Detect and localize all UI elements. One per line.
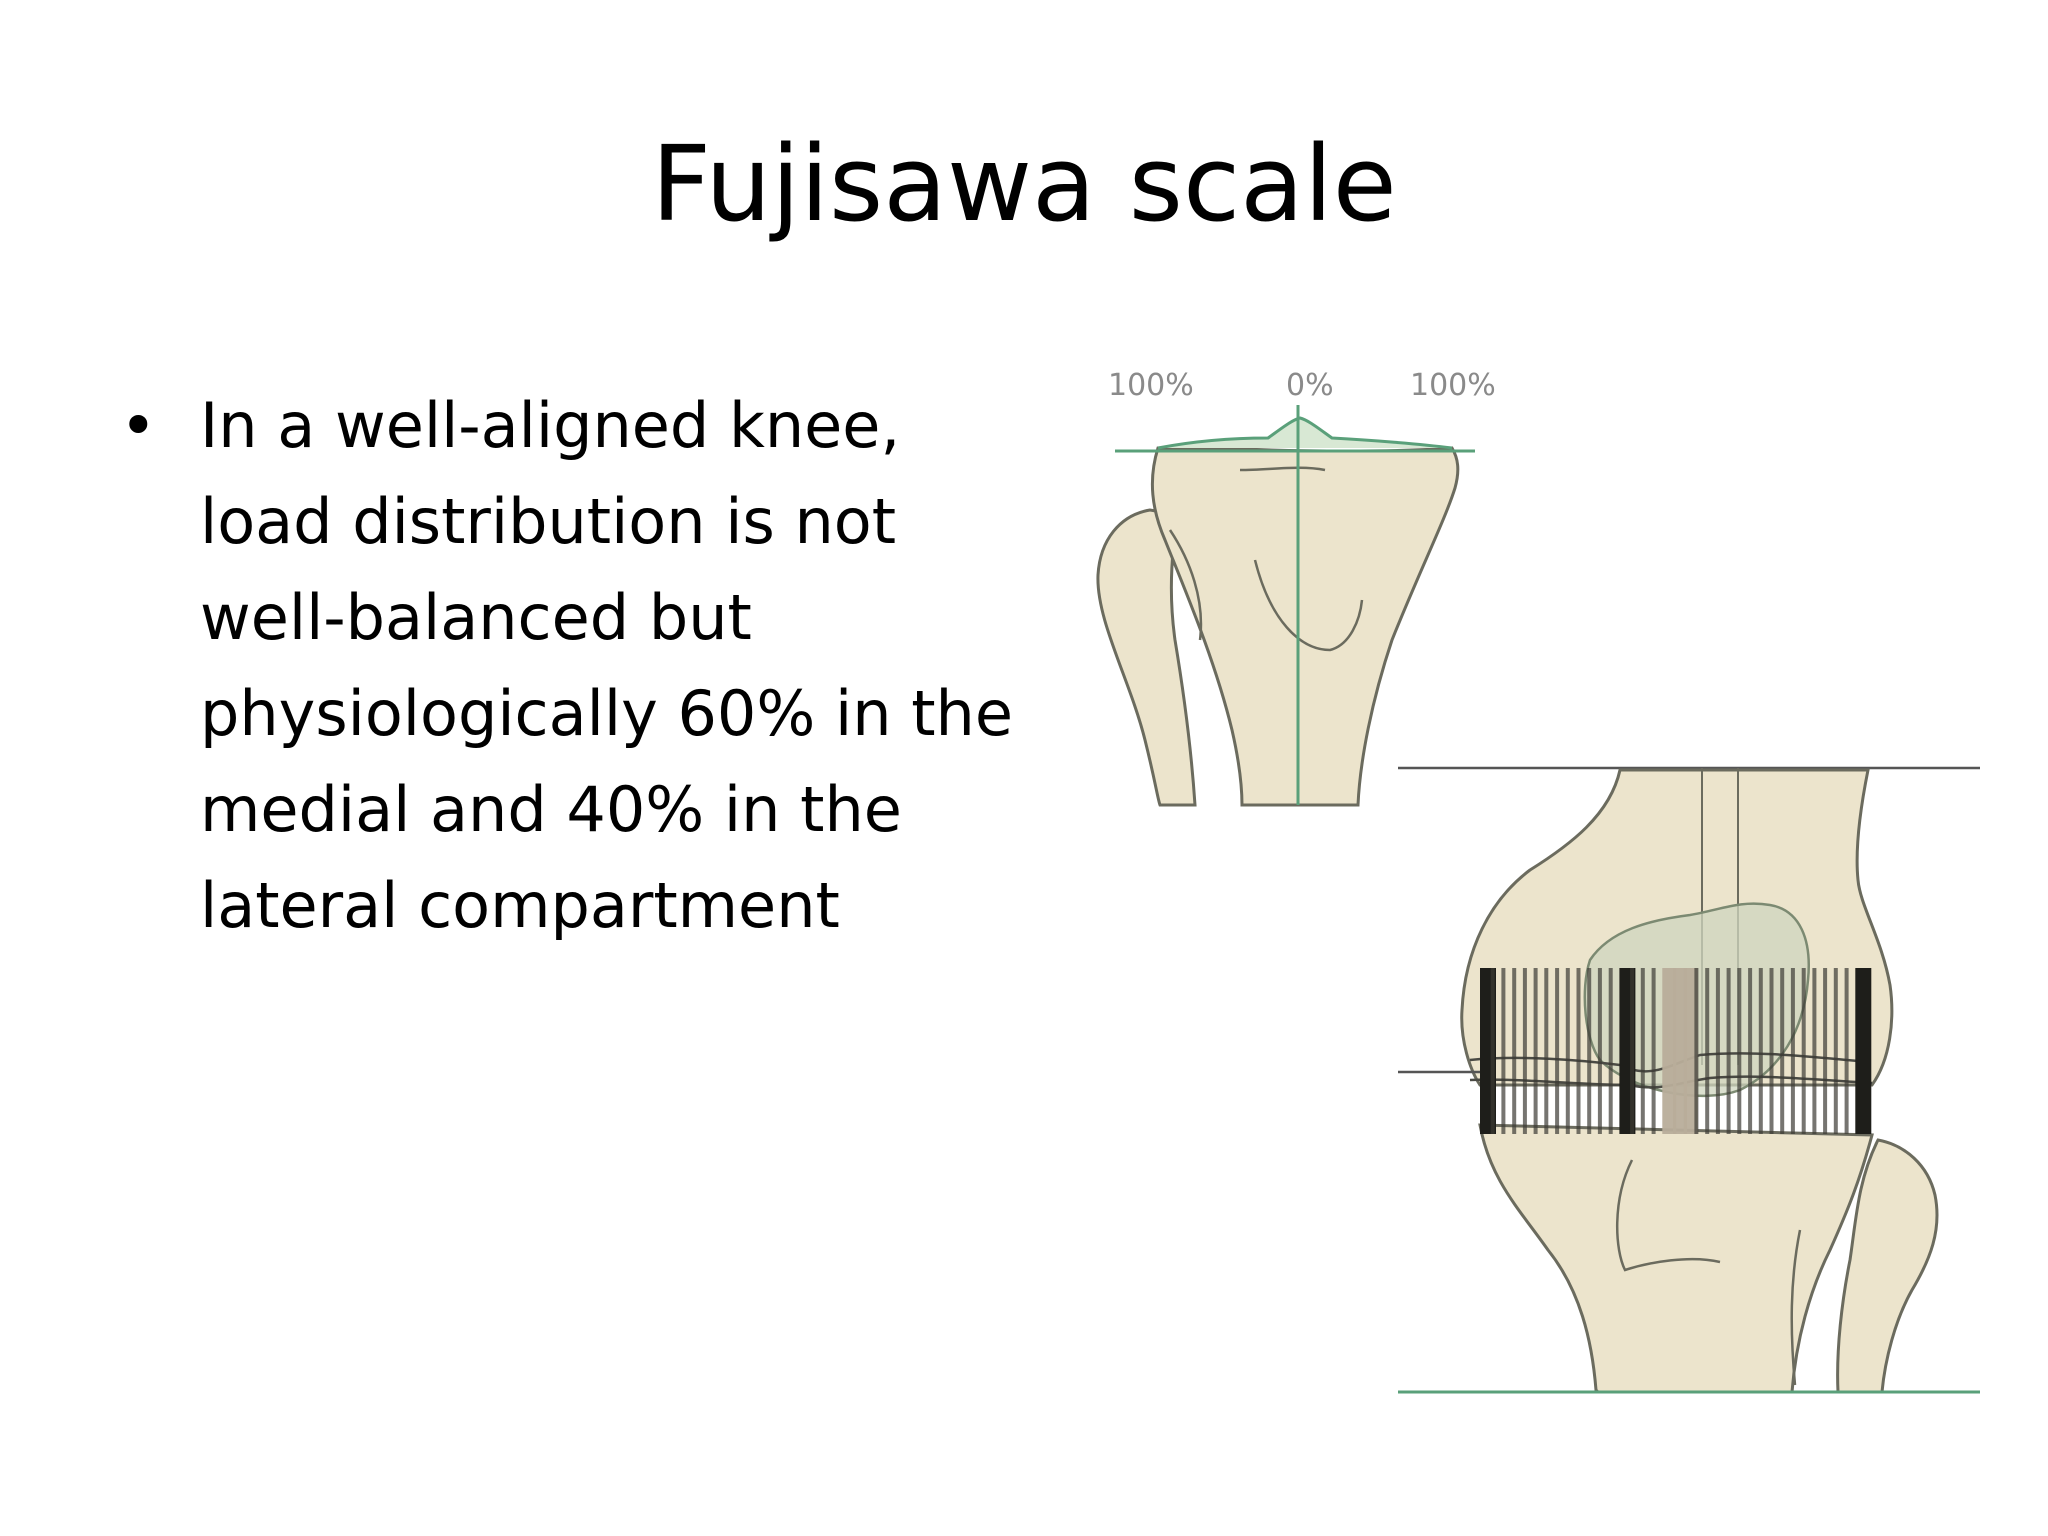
grid-stripe — [1748, 968, 1753, 1134]
tibia-shape — [1150, 446, 1460, 807]
tibia-figure: 100% 0% 100% — [1096, 368, 1496, 807]
grid-stripe — [1715, 968, 1720, 1134]
grid-stripe — [1844, 968, 1849, 1134]
fibula-shape — [1096, 508, 1197, 807]
lower-tibia-contour — [1615, 1159, 1802, 1386]
grid-stripe — [1812, 968, 1817, 1134]
grid-stripe — [1769, 968, 1774, 1134]
grid-stripe — [1512, 968, 1517, 1134]
grid-stripe — [1490, 968, 1495, 1134]
grid-stripe — [1555, 968, 1560, 1134]
grid-stripe — [1662, 968, 1677, 1134]
bullet-line: well-balanced but — [200, 581, 752, 654]
lower-tibia-shape — [1478, 1123, 1874, 1394]
bullet-line: load distribution is not — [200, 485, 897, 558]
grid-stripe — [1758, 968, 1763, 1134]
grid-stripe — [1522, 968, 1527, 1134]
bullet-line: medial and 40% in the — [200, 773, 902, 846]
scale-label-left: 100% — [1108, 368, 1194, 403]
bullet-text: In a well-aligned knee, load distributio… — [200, 378, 1100, 954]
grid-stripe — [1780, 968, 1785, 1134]
lower-fibula-shape — [1836, 1138, 1939, 1394]
bullet-line: In a well-aligned knee, — [200, 389, 901, 462]
grid-stripe — [1640, 968, 1645, 1134]
grid-stripe — [1694, 968, 1699, 1134]
grid-stripe — [1533, 968, 1538, 1134]
grid-stripe — [1790, 968, 1795, 1134]
bullet-line: physiologically 60% in the — [200, 677, 1013, 750]
grid-stripe — [1683, 968, 1698, 1134]
grid-stripe — [1630, 968, 1635, 1134]
grid-stripe — [1833, 968, 1838, 1134]
scale-label-center: 0% — [1286, 368, 1334, 403]
grid-stripe — [1501, 968, 1506, 1134]
grid-marker-bar — [1855, 968, 1872, 1134]
tibia-plateau — [1157, 416, 1453, 450]
grid-stripe — [1576, 968, 1581, 1134]
grid-stripe — [1597, 968, 1602, 1134]
grid-stripe — [1705, 968, 1710, 1134]
bullet-marker: • — [120, 389, 157, 462]
scale-label-right: 100% — [1410, 368, 1496, 403]
bullet-line: lateral compartment — [200, 869, 840, 942]
slide-title: Fujisawa scale — [651, 123, 1397, 245]
tibia-contour — [1168, 466, 1364, 652]
grid-stripe — [1608, 968, 1613, 1134]
grid-stripe — [1737, 968, 1742, 1134]
grid-stripe — [1587, 968, 1592, 1134]
grid-stripe — [1801, 968, 1806, 1134]
grid-stripe — [1651, 968, 1656, 1134]
grid-stripe — [1673, 968, 1687, 1134]
grid-stripe — [1544, 968, 1549, 1134]
grid-stripe — [1823, 968, 1828, 1134]
grid-stripe — [1565, 968, 1570, 1134]
grid-stripe — [1726, 968, 1731, 1134]
fujisawa-grid — [1480, 968, 1872, 1134]
